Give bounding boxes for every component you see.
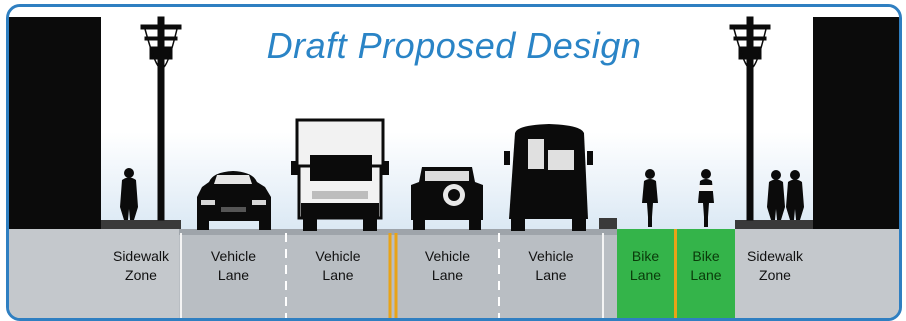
left-curb <box>101 220 181 229</box>
utility-pole-icon <box>140 16 182 221</box>
sedan-icon <box>197 171 271 230</box>
pedestrian-icon <box>120 168 138 220</box>
suv-icon <box>411 167 483 230</box>
pedestrian-icon <box>786 170 804 220</box>
building-icon <box>813 17 899 229</box>
cyclist-icon <box>642 169 658 227</box>
pedestrian-icon <box>767 170 785 220</box>
bus-icon <box>504 124 593 231</box>
bike-lane-1 <box>617 229 674 318</box>
bike-lane-2 <box>677 229 735 318</box>
building-icon <box>9 17 101 229</box>
cyclist-icon <box>698 169 714 227</box>
left-sidewalk-surface <box>9 229 179 318</box>
street-graphic <box>9 16 899 318</box>
utility-pole-icon <box>729 16 771 221</box>
diagram-title: Draft Proposed Design <box>266 25 642 66</box>
road-shadow <box>9 229 899 235</box>
bike-lane-divider <box>674 229 677 318</box>
right-curb <box>735 220 815 229</box>
right-sidewalk-surface <box>735 229 899 318</box>
buffer-curb <box>599 218 617 229</box>
box-truck-icon <box>291 118 389 231</box>
